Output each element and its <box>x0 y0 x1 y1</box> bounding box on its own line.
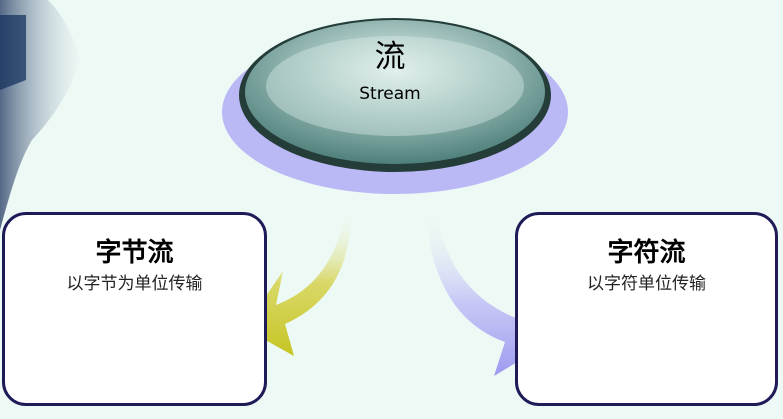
byte-stream-box <box>2 212 267 406</box>
decor-dark-panel <box>0 15 26 90</box>
byte-stream-description: 以字节为单位传输 <box>66 274 203 294</box>
character-stream-description: 以字符单位传输 <box>587 274 706 294</box>
byte-stream-title: 字节流 <box>95 238 174 268</box>
stream-subtitle: Stream <box>359 84 421 104</box>
stream-ellipse <box>245 20 545 164</box>
left-flow-arrow <box>244 210 351 356</box>
character-stream-box <box>515 212 778 406</box>
stream-title: 流 <box>374 39 406 75</box>
character-stream-title: 字符流 <box>607 238 686 268</box>
right-flow-arrow <box>426 210 542 376</box>
stream-ellipse-highlight <box>266 36 524 136</box>
background-decoration <box>0 0 80 230</box>
